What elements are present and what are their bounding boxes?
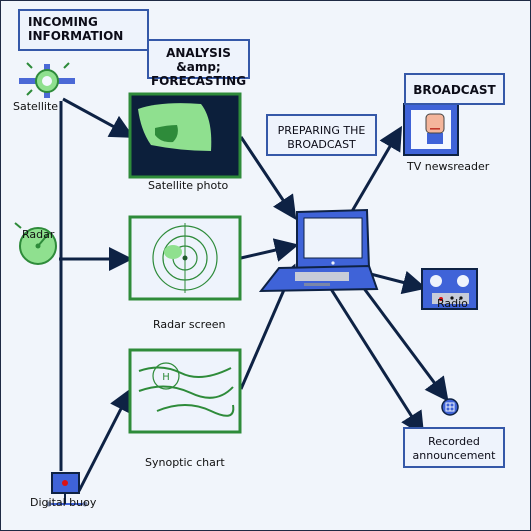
- laptop-icon: [258, 208, 379, 293]
- analysis-forecasting-header: ANALYSIS &amp; FORECASTING: [147, 39, 250, 88]
- satellite-label: Satellite: [13, 100, 59, 113]
- arrow-laptop-to-recording: [329, 288, 425, 437]
- arrow-buoy-to-chart: [77, 387, 132, 492]
- tv-icon: [403, 103, 459, 156]
- arrow-screen-to-laptop: [240, 238, 299, 262]
- chart-high-marker: H: [162, 372, 170, 383]
- radar-screen-icon: [128, 215, 242, 301]
- phone-icon: [441, 398, 459, 416]
- arrow-laptop-to-tv: [349, 125, 403, 214]
- synoptic-chart-label: Synoptic chart: [145, 456, 225, 469]
- arrow-satellite-to-photo: [62, 97, 135, 138]
- tv-newsreader-label: TV newsreader: [407, 160, 490, 173]
- radio-icon: [421, 268, 478, 310]
- satellite-photo-icon: [128, 92, 242, 179]
- radar-screen-label: Radar screen: [153, 318, 226, 331]
- satellite-photo-label: Satellite photo: [148, 179, 229, 192]
- broadcast-header: BROADCAST: [404, 73, 505, 105]
- digital-buoy-label: Digital buoy: [30, 496, 97, 509]
- buoy-icon: [46, 472, 88, 507]
- recorded-announcement-box: Recorded announcement: [403, 427, 505, 468]
- incoming-information-header: INCOMING INFORMATION: [18, 9, 149, 51]
- radar-label: Radar: [22, 228, 55, 241]
- satellite-icon: [19, 62, 75, 98]
- flow-arrows: [59, 97, 449, 492]
- radio-label: Radio: [437, 297, 468, 310]
- radar-dish-icon: [14, 222, 57, 265]
- synoptic-chart-icon: H: [128, 348, 242, 434]
- arrow-photo-to-laptop: [239, 136, 297, 220]
- arrow-laptop-to-phone: [349, 270, 449, 402]
- preparing-broadcast-box: PREPARING THE BROADCAST: [266, 114, 377, 156]
